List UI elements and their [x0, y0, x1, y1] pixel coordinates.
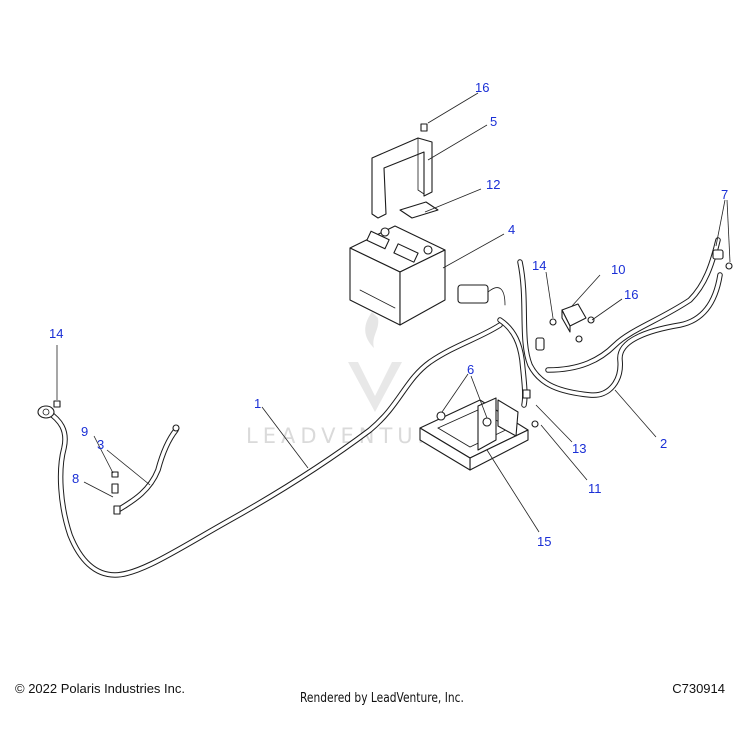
callout-8: 8 — [72, 471, 79, 486]
copyright-text: © 2022 Polaris Industries Inc. — [15, 681, 185, 696]
battery-tray — [419, 389, 539, 471]
fuse-holder — [457, 284, 506, 306]
callout-13: 13 — [572, 441, 586, 456]
fasteners-left — [53, 400, 119, 494]
callout-9: 9 — [81, 424, 88, 439]
cable-2 — [497, 237, 733, 408]
hold-down-bracket — [371, 123, 433, 219]
callout-3: 3 — [97, 437, 104, 452]
callout-12: 11 — [588, 481, 602, 496]
relay-bracket — [549, 303, 595, 343]
callout-2: 2 — [660, 436, 667, 451]
callout-11: 12 — [486, 177, 500, 192]
cable-3 — [113, 424, 180, 515]
callout-1: 1 — [254, 396, 261, 411]
battery — [349, 225, 446, 326]
callout-14-right: 14 — [532, 258, 546, 273]
callout-10: 10 — [611, 262, 625, 277]
part-number: C730914 — [672, 681, 725, 696]
callout-15: 15 — [537, 534, 551, 549]
callout-7: 7 — [721, 187, 728, 202]
callout-labels: 16 5 12 4 7 14 10 16 6 13 11 2 15 1 3 9 … — [49, 80, 728, 549]
cable-1 — [37, 322, 503, 578]
callout-16-right: 16 — [624, 287, 638, 302]
callout-4: 4 — [508, 222, 515, 237]
battery-pad — [399, 201, 439, 219]
callout-16-top: 16 — [475, 80, 489, 95]
leader-lines — [56, 92, 731, 533]
callout-14-left: 14 — [49, 326, 63, 341]
callout-6: 6 — [467, 362, 474, 377]
callout-5: 5 — [490, 114, 497, 129]
rendered-by-text: Rendered by LeadVenture, Inc. — [300, 691, 464, 706]
